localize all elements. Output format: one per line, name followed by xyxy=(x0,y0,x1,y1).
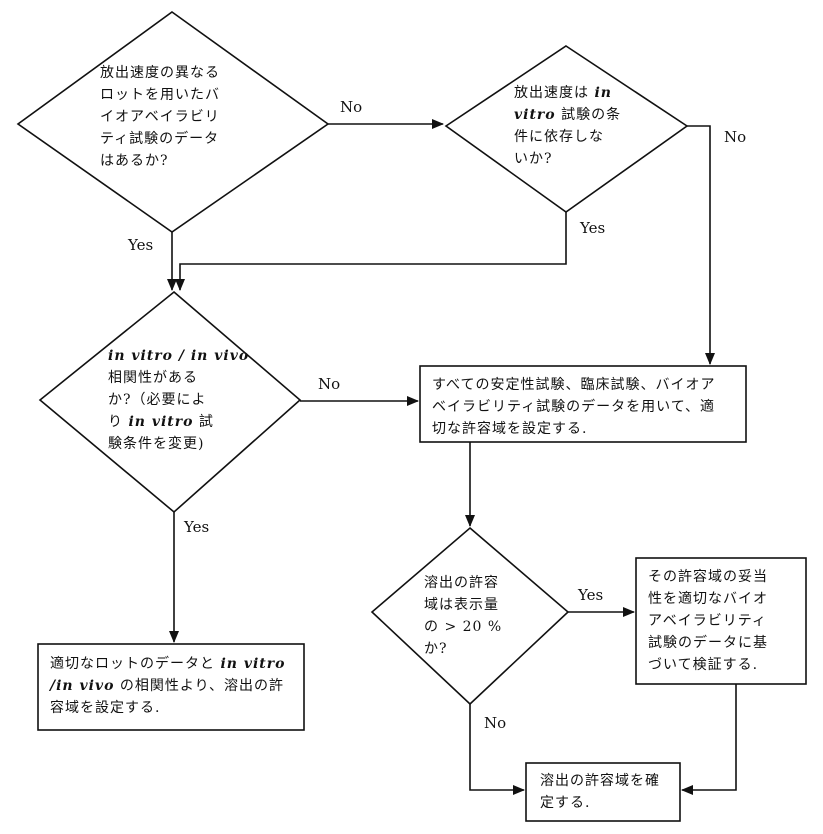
label-d1-no: No xyxy=(340,98,363,116)
decision-3-line: 験条件を変更) xyxy=(108,436,205,452)
process-correlation-line-2-text: の相関性より、溶出の許 xyxy=(119,678,285,694)
label-d4-no: No xyxy=(484,714,507,732)
decision-3-line: in vitro / in vivo xyxy=(108,345,249,367)
process-correlation-shape xyxy=(37,643,305,731)
process-all-data-shape xyxy=(419,365,747,443)
process-all-data-text: すべての安定性試験、臨床試験、バイオア ベイラビリティ試験のデータを用いて、適 … xyxy=(432,374,715,440)
process-correlation-line-2-italic: /in vivo xyxy=(50,678,115,694)
process-all-data-line: すべての安定性試験、臨床試験、バイオア xyxy=(432,377,716,393)
process-verify-line: づいて検証する. xyxy=(648,657,759,673)
arrow-d2-yes xyxy=(175,212,567,291)
process-final-line: 定する. xyxy=(540,795,591,811)
decision-4-text: 溶出の許容 域は表示量 の > 20 % か? xyxy=(424,572,502,660)
decision-1-line: 放出速度の異なる xyxy=(100,65,220,81)
decision-4-line: 域は表示量 xyxy=(424,597,499,613)
process-correlation-line: 適切なロットのデータと in vitro xyxy=(50,653,285,675)
process-correlation-line: 容域を設定する. xyxy=(50,700,161,716)
decision-3-text: in vitro / in vivo 相関性がある か?（必要によ り in v… xyxy=(108,345,249,455)
decision-3-line-4-text: り xyxy=(108,414,123,430)
decision-4-line: の > 20 % xyxy=(424,619,503,635)
process-verify-shape xyxy=(635,557,807,685)
process-verify-text: その許容域の妥当 性を適切なバイオ アベイラビリティ 試験のデータに基 づいて検… xyxy=(648,566,768,676)
process-correlation-line-1-text: 適切なロットのデータと xyxy=(50,656,215,672)
process-final-shape xyxy=(525,762,681,822)
decision-3-line-4-italic: in vitro xyxy=(128,414,194,430)
label-d2-no: No xyxy=(724,128,747,146)
decision-2-text: 放出速度は in vitro 試験の条 件に依存しな いか? xyxy=(514,82,621,170)
process-all-data-line: ベイラビリティ試験のデータを用いて、適 xyxy=(432,399,716,415)
process-correlation-line-1-italic: in vitro xyxy=(220,656,286,672)
decision-2-line-2-italic: vitro xyxy=(514,107,556,123)
arrow-d2-no xyxy=(687,125,715,365)
decision-1-text: 放出速度の異なる ロットを用いたバ イオアベイラビリ ティ試験のデータ はあるか… xyxy=(100,62,220,172)
process-correlation-text: 適切なロットのデータと in vitro /in vivo の相関性より、溶出の… xyxy=(50,653,285,719)
decision-4-line: か? xyxy=(424,641,448,657)
decision-3-line-1-italic: in vitro / in vivo xyxy=(108,348,250,364)
decision-2-line: 放出速度は in xyxy=(514,82,621,104)
decision-1-line: イオアベイラビリ xyxy=(100,109,220,125)
decision-1-line: ティ試験のデータ xyxy=(100,131,220,147)
label-d4-yes: Yes xyxy=(578,586,604,604)
decision-2-line: vitro 試験の条 xyxy=(514,104,621,126)
process-final-text: 溶出の許容域を確 定する. xyxy=(540,770,660,814)
label-d1-yes: Yes xyxy=(128,236,154,254)
decision-3-line: か?（必要によ xyxy=(108,392,207,408)
decision-2-line-1-italic: in xyxy=(594,85,612,101)
arrow-d4-no xyxy=(469,704,525,795)
process-verify-line: その許容域の妥当 xyxy=(648,569,768,585)
process-verify-line: アベイラビリティ xyxy=(648,613,767,629)
decision-2-line-2-text: 試験の条 xyxy=(561,107,622,123)
label-d2-yes: Yes xyxy=(580,219,606,237)
decision-2-line: 件に依存しな xyxy=(514,129,604,145)
label-d3-no: No xyxy=(318,375,341,393)
decision-4-line: 溶出の許容 xyxy=(424,575,499,591)
process-verify-line: 試験のデータに基 xyxy=(648,635,768,651)
arrow-verify-to-final xyxy=(681,684,737,795)
decision-2-line: いか? xyxy=(514,151,553,167)
decision-1-line: はあるか? xyxy=(100,153,169,169)
process-final-line: 溶出の許容域を確 xyxy=(540,773,660,789)
process-verify-line: 性を適切なバイオ xyxy=(648,591,768,607)
process-correlation-line: /in vivo の相関性より、溶出の許 xyxy=(50,675,285,697)
decision-3-line: り in vitro 試 xyxy=(108,411,249,433)
decision-2-line-1-text: 放出速度は xyxy=(514,85,589,101)
label-d3-yes: Yes xyxy=(184,518,210,536)
process-all-data-line: 切な許容域を設定する. xyxy=(432,421,588,437)
decision-3-line: 相関性がある xyxy=(108,370,198,386)
decision-3-line-4-suffix: 試 xyxy=(198,414,214,430)
decision-1-line: ロットを用いたバ xyxy=(100,87,220,103)
